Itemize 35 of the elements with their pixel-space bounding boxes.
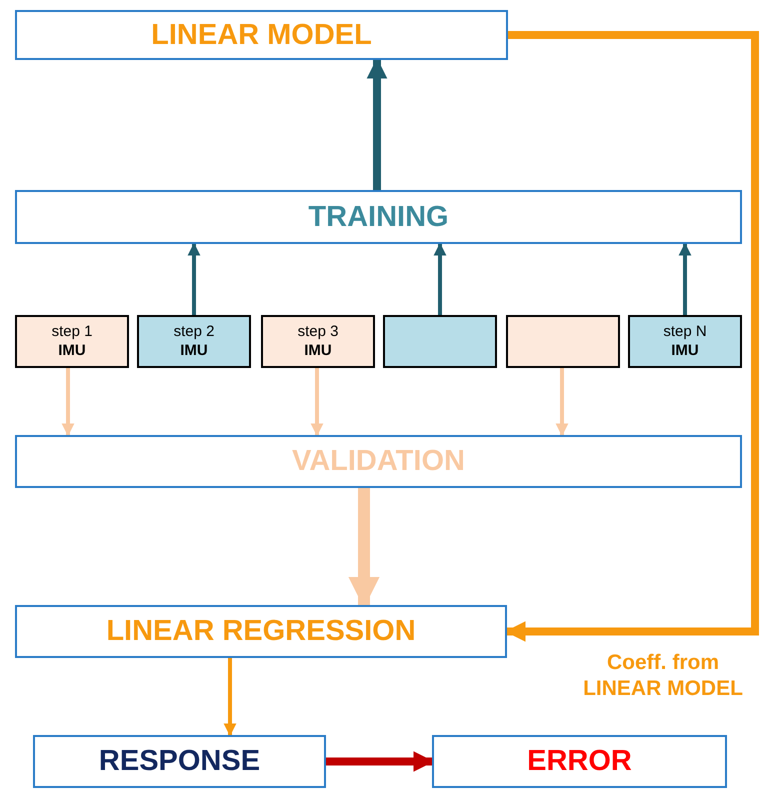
- box-label: VALIDATION: [292, 447, 465, 476]
- process-box: [15, 10, 508, 60]
- sensor-label: IMU: [180, 342, 208, 360]
- box-label: TRAINING: [308, 202, 449, 232]
- process-box: [15, 190, 742, 244]
- arrow: [434, 242, 446, 315]
- arrow: [310, 368, 324, 436]
- process-box: [15, 315, 129, 368]
- box-label: step 3: [298, 322, 338, 342]
- process-box: [33, 735, 326, 788]
- process-box: [432, 735, 727, 788]
- sensor-label: IMU: [58, 342, 86, 360]
- process-box: [15, 435, 742, 488]
- arrow: [224, 658, 236, 736]
- arrow: [62, 368, 74, 436]
- box-label: LINEAR REGRESSION: [106, 617, 416, 646]
- process-box: [261, 315, 375, 368]
- box-label: step 2: [174, 322, 214, 342]
- box-label: LINEAR MODEL: [151, 20, 372, 50]
- box-label: step N: [663, 322, 707, 342]
- arrow: [326, 751, 434, 772]
- process-box: [15, 605, 507, 658]
- step-box: [506, 315, 620, 368]
- process-box: [137, 315, 251, 368]
- step-box: [383, 315, 497, 368]
- sensor-label: IMU: [304, 342, 332, 360]
- arrow: [556, 368, 568, 436]
- sensor-label: IMU: [671, 342, 699, 360]
- arrow: [188, 242, 200, 315]
- arrow: [678, 242, 692, 315]
- arrow: [366, 58, 388, 190]
- box-label: ERROR: [527, 747, 632, 776]
- process-box: [628, 315, 742, 368]
- box-label: RESPONSE: [98, 747, 260, 776]
- box-label: step 1: [52, 322, 92, 342]
